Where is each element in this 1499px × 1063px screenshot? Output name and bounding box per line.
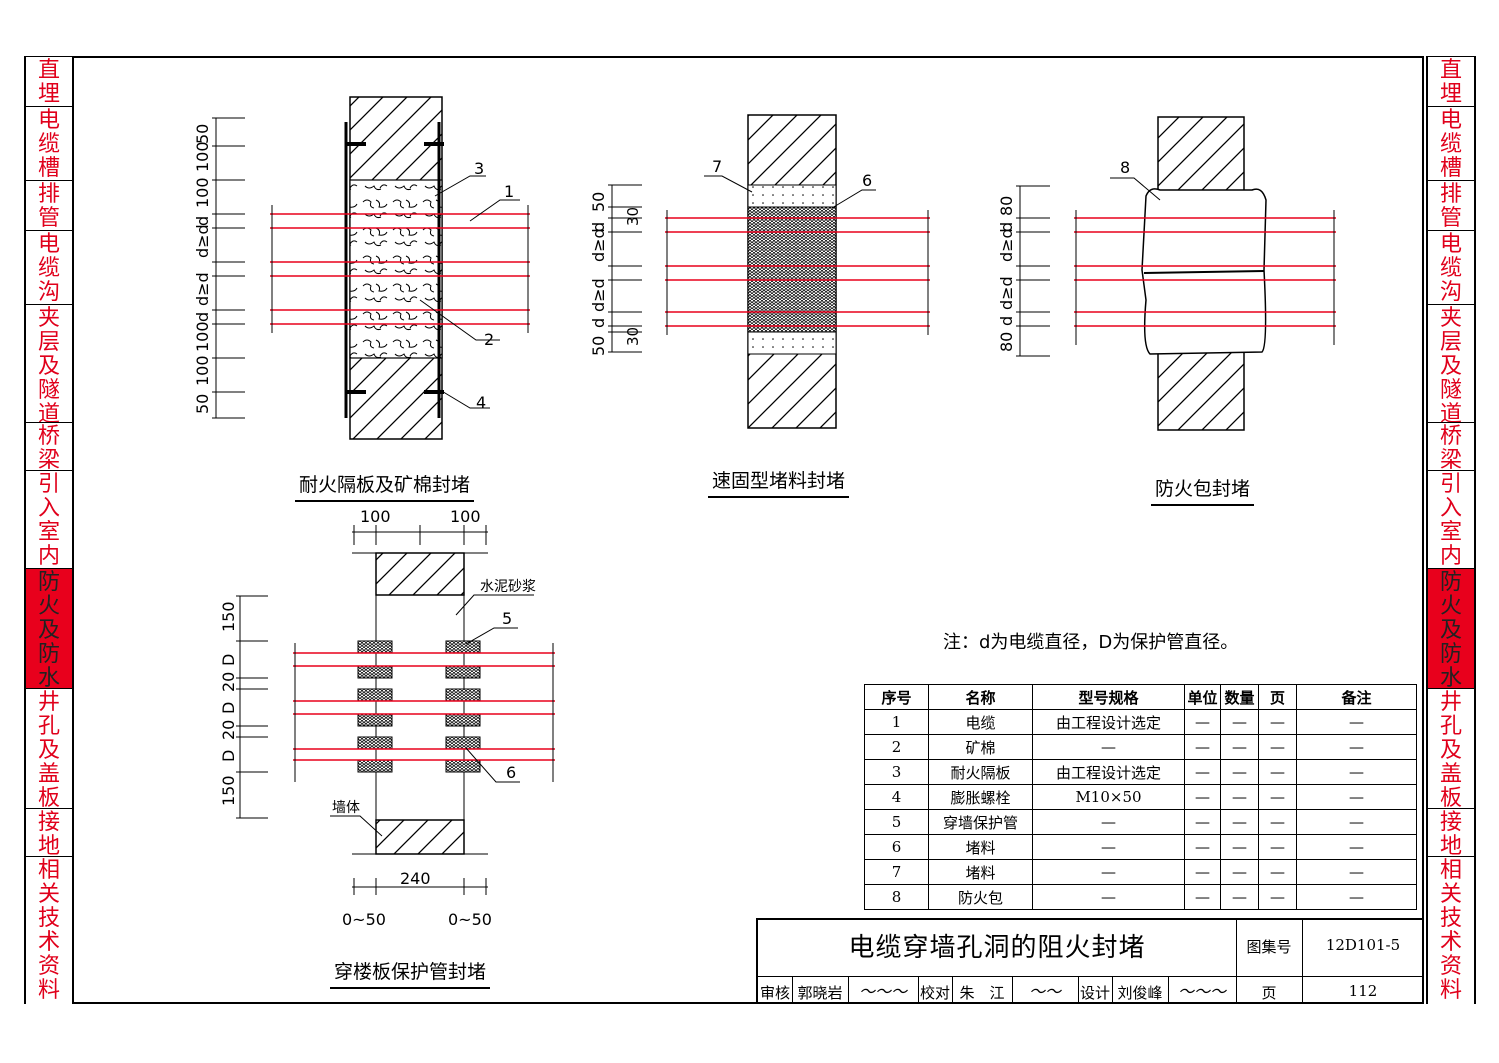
checker-name: 朱 江 <box>959 984 1005 1002</box>
right-sidebar: 直埋 电缆槽 排管 电缆沟 夹层及隧道 桥梁 引入室内 防火及防水 井孔及盖板 … <box>1426 56 1476 1004</box>
sidebar-item-fire-water-proof[interactable]: 防火及防水 <box>1428 568 1474 691</box>
sidebar-item-cable-trough[interactable]: 电缆槽 <box>26 106 72 181</box>
sidebar-item-grounding[interactable]: 接地 <box>26 808 72 859</box>
sidebar-item-manhole-cover[interactable]: 井孔及盖板 <box>26 688 72 811</box>
table-header-row: 序号名称型号规格单位数量页备注 <box>864 684 1417 710</box>
sidebar-item-bridge[interactable]: 桥梁 <box>1428 422 1474 473</box>
sidebar-item-indoor-entry[interactable]: 引入室内 <box>1428 470 1474 569</box>
sidebar-item-cable-trough[interactable]: 电缆槽 <box>1428 106 1474 181</box>
page-label: 页 <box>1261 984 1277 1002</box>
left-sidebar: 直埋 电缆槽 排管 电缆沟 夹层及隧道 桥梁 引入室内 防火及防水 井孔及盖板 … <box>24 56 74 1004</box>
sidebar-item-direct-burial[interactable]: 直埋 <box>1428 56 1474 107</box>
caption-fig4: 穿楼板保护管封堵 <box>330 957 491 989</box>
reviewer-signature: ～～～ <box>858 982 907 1001</box>
drawing-title: 电缆穿墙孔洞的阻火封堵 <box>848 933 1146 963</box>
reviewer-name: 郭晓岩 <box>797 984 843 1002</box>
sidebar-item-direct-burial[interactable]: 直埋 <box>26 56 72 107</box>
title-block: 电缆穿墙孔洞的阻火封堵 图集号 12D101-5 页 112 审核 郭晓岩 ～～… <box>756 918 1424 1004</box>
sidebar-item-cable-trench[interactable]: 电缆沟 <box>1428 230 1474 305</box>
sidebar-item-mezzanine-tunnel[interactable]: 夹层及隧道 <box>26 304 72 427</box>
caption-fig3: 防火包封堵 <box>1151 474 1255 506</box>
drawing-frame <box>72 56 1424 1004</box>
sidebar-item-bridge[interactable]: 桥梁 <box>26 422 72 473</box>
checker-signature: ～～ <box>1028 982 1061 1001</box>
sidebar-item-duct-bank[interactable]: 排管 <box>26 180 72 231</box>
caption-fig1: 耐火隔板及矿棉封堵 <box>295 470 475 502</box>
review-label: 审核 <box>759 984 790 1002</box>
page-number: 112 <box>1348 982 1378 1000</box>
sidebar-item-grounding[interactable]: 接地 <box>1428 808 1474 859</box>
sidebar-item-fire-water-proof[interactable]: 防火及防水 <box>26 568 72 691</box>
sidebar-item-indoor-entry[interactable]: 引入室内 <box>26 470 72 569</box>
check-label: 校对 <box>919 984 950 1002</box>
sidebar-item-mezzanine-tunnel[interactable]: 夹层及隧道 <box>1428 304 1474 427</box>
sidebar-item-duct-bank[interactable]: 排管 <box>1428 180 1474 231</box>
designer-name: 刘俊峰 <box>1117 984 1163 1002</box>
sidebar-item-cable-trench[interactable]: 电缆沟 <box>26 230 72 305</box>
caption-fig2: 速固型堵料封堵 <box>708 466 850 498</box>
sidebar-item-technical-data[interactable]: 相关技术资料 <box>26 856 72 1004</box>
designer-signature: ～～～ <box>1177 982 1226 1001</box>
sidebar-item-manhole-cover[interactable]: 井孔及盖板 <box>1428 688 1474 811</box>
atlas-label: 图集号 <box>1246 938 1292 956</box>
atlas-number: 12D101-5 <box>1325 936 1401 954</box>
drawing-note: 注：d为电缆直径，D为保护管直径。 <box>943 632 1239 653</box>
design-label: 设计 <box>1079 984 1110 1002</box>
sidebar-item-technical-data[interactable]: 相关技术资料 <box>1428 856 1474 1004</box>
